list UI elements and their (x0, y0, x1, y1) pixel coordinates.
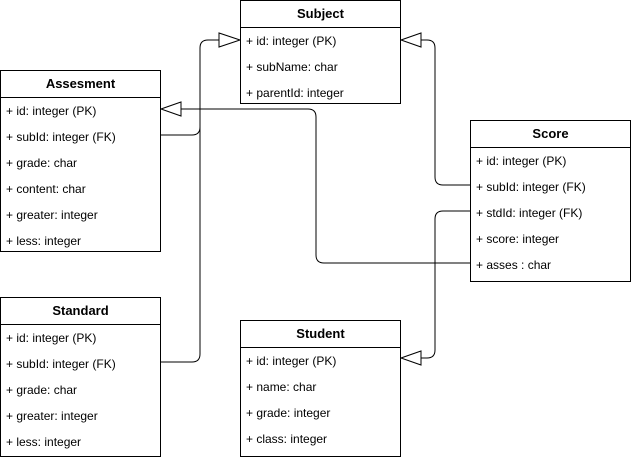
entity-field: + subId: integer (FK) (6, 357, 116, 371)
entity-assesment[interactable]: Assesment + id: integer (PK) + subId: in… (0, 70, 161, 252)
arrowhead-hollow-icon (399, 32, 422, 48)
entity-field: + grade: char (6, 156, 78, 170)
entity-field: + less: integer (6, 234, 82, 248)
entity-field: + id: integer (PK) (6, 104, 97, 118)
entity-field: + class: integer (246, 432, 328, 446)
entity-field: + id: integer (PK) (246, 34, 337, 48)
entity-field: + id: integer (PK) (246, 354, 337, 368)
entity-standard[interactable]: Standard + id: integer (PK) + subId: int… (0, 297, 161, 457)
entity-field: + grade: integer (246, 406, 331, 420)
entity-field: + name: char (246, 380, 317, 394)
entity-score[interactable]: Score + id: integer (PK) + subId: intege… (470, 120, 631, 282)
entity-field: + id: integer (PK) (6, 331, 97, 345)
entity-field: + subName: char (246, 60, 338, 74)
entity-field: + asses : char (476, 258, 552, 272)
arrowhead-hollow-icon (399, 350, 422, 366)
entity-title: Subject (241, 1, 400, 28)
entity-field: + score: integer (476, 232, 560, 246)
entity-field: + subId: integer (FK) (476, 180, 586, 194)
entity-student[interactable]: Student + id: integer (PK) + name: char … (240, 320, 401, 457)
arrowhead-hollow-icon (218, 32, 242, 48)
edge-score-to-student (421, 210, 470, 359)
entity-field: + subId: integer (FK) (6, 130, 116, 144)
arrowhead-hollow-icon (159, 101, 182, 117)
entity-field: + content: char (6, 182, 86, 196)
entity-subject[interactable]: Subject + id: integer (PK) + subName: ch… (240, 0, 401, 104)
entity-title: Student (241, 321, 400, 348)
edge-score-to-subject (421, 39, 470, 186)
entity-title: Assesment (1, 71, 160, 98)
entity-title: Score (471, 121, 630, 148)
edge-standard-to-subject (160, 48, 201, 363)
entity-field: + stdId: integer (FK) (476, 206, 583, 220)
entity-field: + grade: char (6, 383, 78, 397)
entity-title: Standard (1, 298, 160, 325)
edge-score-to-assesment (181, 108, 470, 264)
entity-field: + greater: integer (6, 409, 98, 423)
entity-field: + less: integer (6, 435, 82, 449)
entity-field: + greater: integer (6, 208, 98, 222)
entity-field: + id: integer (PK) (476, 154, 567, 168)
edge-assesment-to-subject (160, 39, 219, 136)
entity-field: + parentId: integer (246, 86, 344, 100)
